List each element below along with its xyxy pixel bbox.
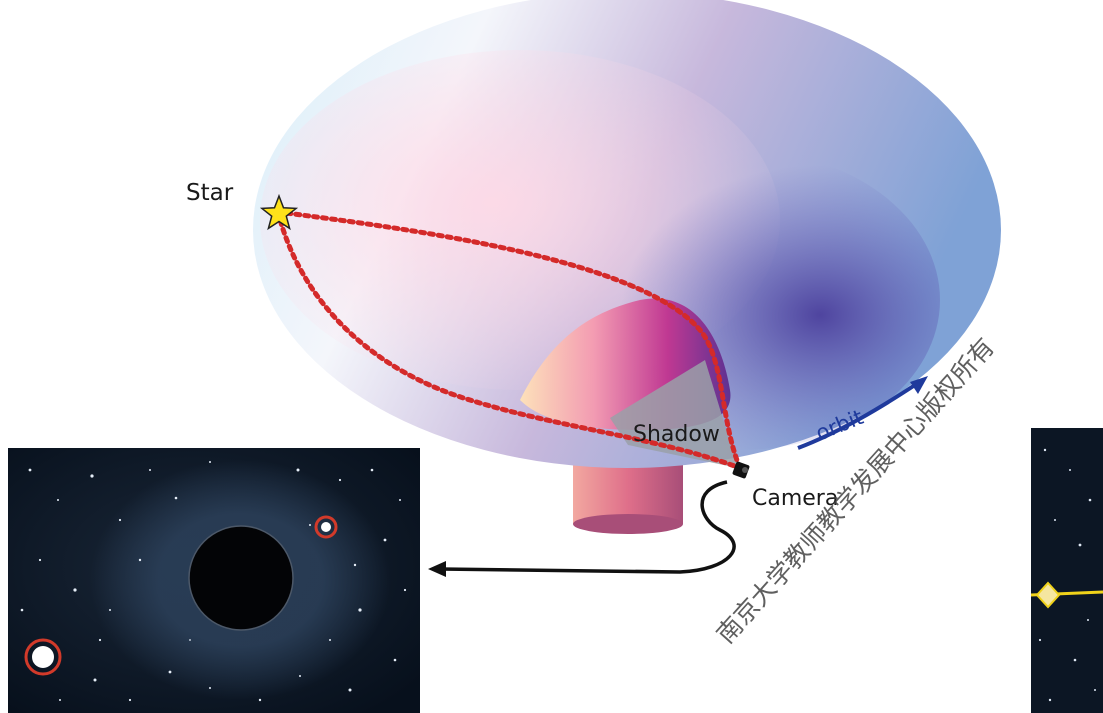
light-path-lower (275, 209, 743, 471)
spacetime-funnel (253, 0, 1001, 468)
highlighted-star-image-1 (314, 515, 338, 539)
second-view-inset (1031, 428, 1103, 713)
camera-link-arrow (428, 480, 736, 577)
funnel-throat (573, 462, 683, 534)
light-paths (275, 209, 743, 471)
highlighted-star-image-2 (24, 638, 62, 676)
light-path-upper (275, 209, 743, 471)
inset-highlight-marker (1035, 581, 1061, 609)
star-icon (259, 193, 299, 231)
black-hole-view-inset (8, 448, 420, 713)
star-field (20, 461, 407, 702)
orbit-arrow (797, 376, 928, 450)
camera-label: Camera (752, 486, 838, 511)
camera-icon (732, 461, 750, 479)
star-label: Star (186, 180, 234, 206)
black-hole-shadow (188, 525, 294, 631)
shadow-label: Shadow (633, 422, 720, 447)
